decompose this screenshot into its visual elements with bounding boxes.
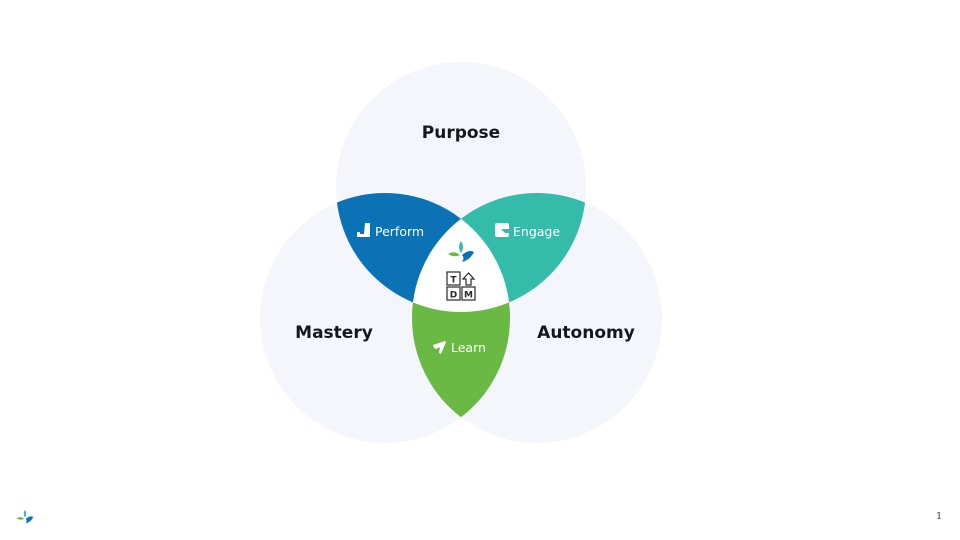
label-mastery: Mastery (295, 323, 373, 343)
sprout-logo-icon (448, 241, 474, 262)
block-d: D (450, 291, 457, 301)
block-m: M (464, 291, 473, 301)
label-purpose: Purpose (422, 123, 500, 143)
label-autonomy: Autonomy (537, 323, 635, 343)
footer-logo-icon (16, 509, 34, 524)
engage-icon (495, 223, 509, 237)
label-learn: Learn (451, 340, 486, 355)
perform-icon (357, 223, 370, 237)
learn-icon (433, 341, 446, 354)
label-engage: Engage (513, 224, 560, 239)
label-perform: Perform (375, 224, 424, 239)
tdm-blocks-icon: T D M (446, 271, 476, 301)
center-region (412, 193, 510, 312)
page-number: 1 (936, 512, 942, 522)
block-t: T (450, 276, 457, 286)
